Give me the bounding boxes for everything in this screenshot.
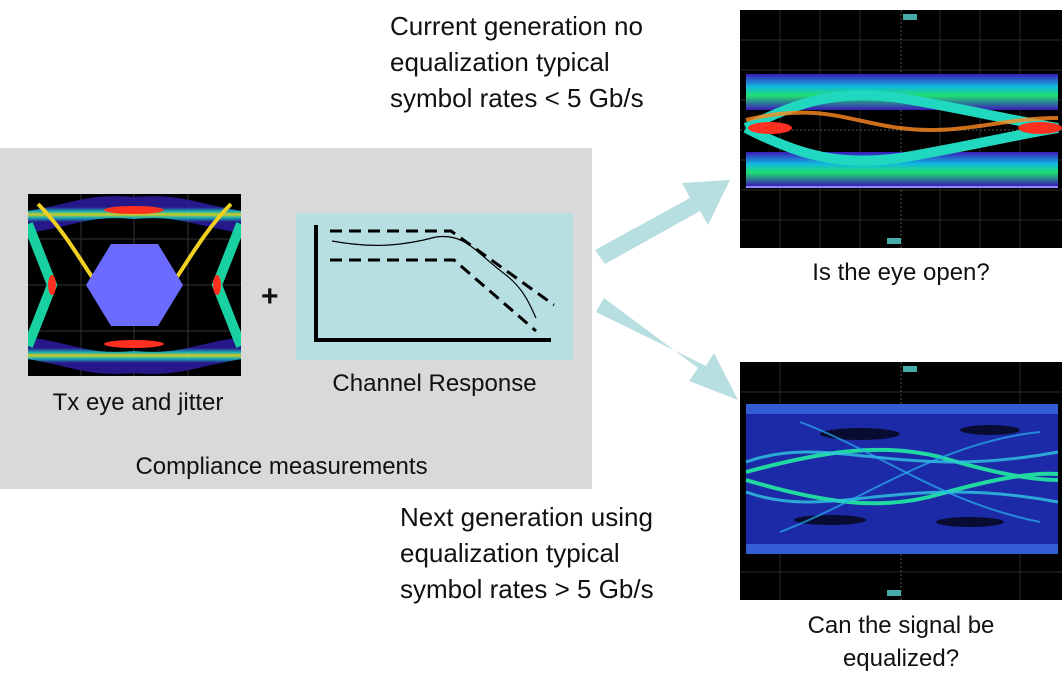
arrow-up-right (595, 180, 730, 264)
bottom-heading: Next generation using equalization typic… (400, 499, 654, 607)
channel-response-label: Channel Response (332, 370, 537, 397)
channel-response-box (296, 213, 573, 360)
open-eye-caption: Is the eye open? (812, 259, 990, 286)
bottom-heading-line-1: Next generation using (400, 502, 653, 532)
top-heading: Current generation no equalization typic… (390, 8, 644, 116)
compliance-label: Compliance measurements (135, 453, 428, 480)
arrows (595, 180, 738, 400)
response-curve (331, 235, 537, 319)
top-heading-line-1: Current generation no (390, 11, 643, 41)
arrow-down-right (596, 298, 738, 400)
eye-mask (86, 244, 183, 326)
bottom-heading-line-2: equalization typical (400, 538, 620, 568)
closed-eye-scope (740, 362, 1062, 600)
closed-eye-caption-line-2: equalized? (842, 645, 960, 672)
top-heading-line-2: equalization typical (390, 47, 610, 77)
open-eye-scope (740, 10, 1062, 248)
closed-eye-caption: Can the signal be equalized? (740, 609, 1062, 675)
plus-sign: + (261, 280, 279, 313)
tx-eye-diagram (28, 194, 241, 376)
upper-limit-line (330, 229, 555, 307)
top-heading-line-3: symbol rates < 5 Gb/s (390, 83, 644, 113)
tx-eye-label: Tx eye and jitter (52, 389, 224, 416)
lower-limit-line (330, 258, 537, 333)
closed-eye-caption-line-1: Can the signal be (807, 612, 995, 639)
bottom-heading-line-3: symbol rates > 5 Gb/s (400, 574, 654, 604)
